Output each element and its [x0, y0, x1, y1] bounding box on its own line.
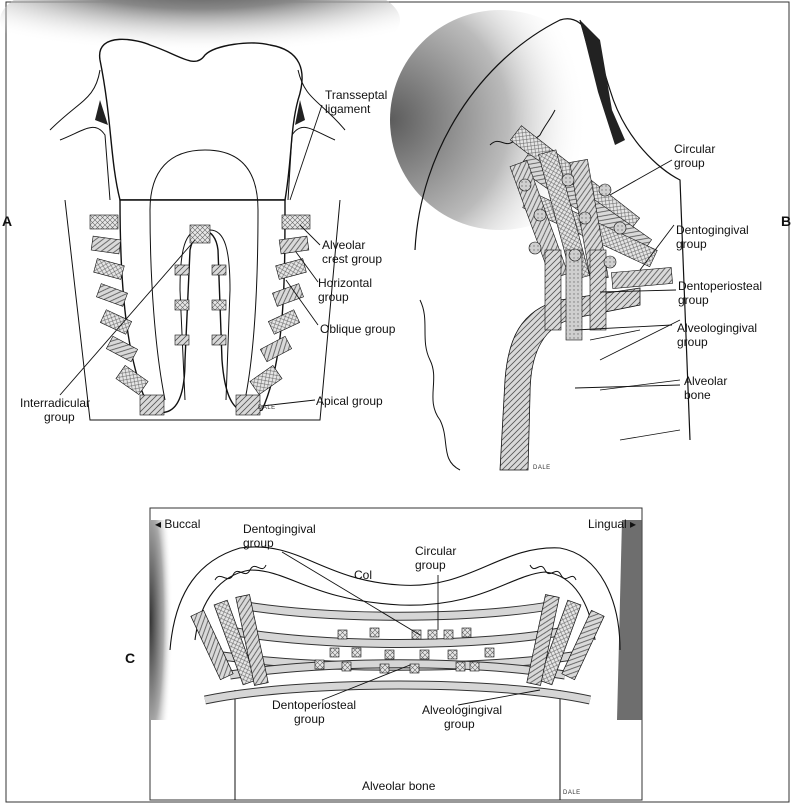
circular-fibers-b: [518, 173, 627, 269]
fiber-bands-a: [89, 214, 311, 416]
panel-a-drawing: [0, 0, 400, 421]
fiber-bands-c: [190, 594, 605, 705]
panel-b-alveolar-bone: [499, 287, 641, 471]
signature-c: DALE: [563, 790, 581, 796]
signature-a: DALE: [258, 405, 276, 411]
label-buccal: ◂ Buccal: [155, 517, 201, 531]
panel-b-drawing: [390, 10, 691, 471]
signature-b: DALE: [533, 465, 551, 471]
label-apical-group: Apical group: [316, 394, 383, 408]
panel-letter-b: B: [781, 213, 792, 229]
leader-lines-b: [574, 159, 681, 389]
panel-b-enamel-dark: [580, 20, 625, 145]
label-lingual: Lingual ▸: [588, 517, 637, 531]
tooth-pulp: [149, 149, 259, 401]
leader-lines-c: [281, 551, 541, 706]
label-alveolar-bone-c: Alveolar bone: [362, 779, 436, 793]
panel-c-tooth-walls: [234, 690, 561, 800]
panel-c-gingiva: [169, 546, 621, 651]
gingiva-left: [49, 69, 111, 201]
panel-c-buccal-shade: [150, 520, 175, 720]
alveolar-bone-outline-a: [64, 199, 341, 421]
panel-c-lingual-shade: [617, 520, 642, 720]
panel-b-bone-lines: [589, 319, 681, 441]
leader-lines-a: [59, 104, 323, 407]
panel-c-wavy: [214, 564, 577, 581]
panel-letter-a: A: [2, 213, 13, 229]
label-oblique-group: Oblique group: [320, 322, 396, 336]
panel-c-drawing: [149, 507, 643, 801]
figure-border: [5, 1, 790, 803]
label-col: Col: [354, 568, 373, 582]
tooth-crown: [99, 38, 303, 201]
circular-fibers-c: [314, 627, 495, 674]
gingiva-right: [287, 69, 346, 201]
panel-letter-c: C: [125, 650, 136, 666]
